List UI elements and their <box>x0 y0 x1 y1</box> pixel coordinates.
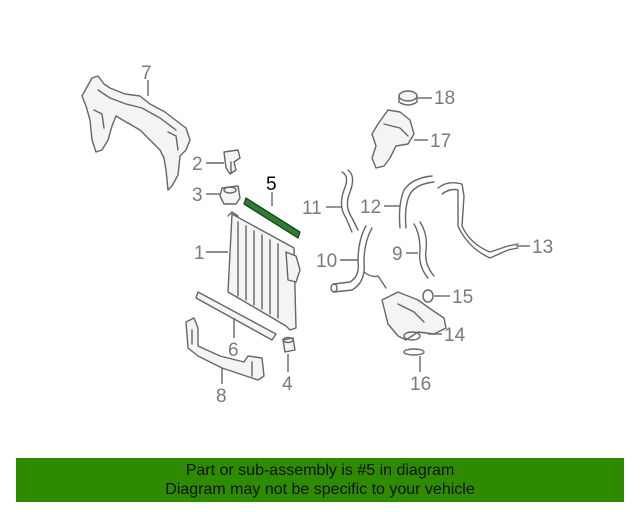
callout-14: 14 <box>444 325 466 346</box>
info-banner: Part or sub-assembly is #5 in diagram Di… <box>16 458 624 502</box>
part-4-small-bushing <box>282 336 296 353</box>
callout-18: 18 <box>434 88 455 109</box>
part-10-lower-hose <box>330 225 387 293</box>
leader-lines <box>147 80 530 384</box>
callout-6: 6 <box>228 340 239 361</box>
part-17-expansion-tank <box>371 109 415 169</box>
callout-4: 4 <box>282 374 293 395</box>
part-3-bushing <box>219 185 241 205</box>
part-5-seal <box>243 197 301 239</box>
callout-17: 17 <box>430 131 451 152</box>
callout-13: 13 <box>532 237 553 258</box>
callout-3: 3 <box>192 185 203 206</box>
part-16-gasket <box>403 348 425 356</box>
part-7-air-baffle <box>81 75 191 191</box>
callout-16: 16 <box>410 374 431 395</box>
callout-2: 2 <box>192 154 203 175</box>
callout-11: 11 <box>302 198 322 219</box>
part-15-o-ring <box>422 289 434 303</box>
callout-9: 9 <box>392 244 403 265</box>
part-11-hose <box>340 169 359 233</box>
part-9-hose <box>413 221 435 279</box>
parts-diagram: 7 2 3 1 5 6 4 8 11 10 12 9 13 15 14 16 1… <box>81 63 553 407</box>
callout-labels: 7 2 3 1 5 6 4 8 11 10 12 9 13 15 14 16 1… <box>141 63 553 407</box>
callout-1: 1 <box>194 243 205 264</box>
callout-7: 7 <box>141 63 152 84</box>
part-14-thermostat-housing <box>381 291 447 341</box>
part-8-lower-bracket <box>185 317 265 381</box>
part-2-clip <box>223 149 241 175</box>
callout-15: 15 <box>452 287 473 308</box>
part-12-hose <box>398 175 435 229</box>
part-13-pipe <box>437 181 519 259</box>
callout-12: 12 <box>360 197 381 218</box>
callout-10: 10 <box>316 251 337 272</box>
part-6-lower-seal <box>195 291 277 341</box>
banner-line-1: Part or sub-assembly is #5 in diagram <box>185 462 455 479</box>
part-1-radiator <box>227 211 301 331</box>
banner-line-2: Diagram may not be specific to your vehi… <box>165 481 475 498</box>
callout-8: 8 <box>216 386 227 407</box>
callout-5: 5 <box>266 174 277 195</box>
part-18-cap <box>398 90 418 106</box>
